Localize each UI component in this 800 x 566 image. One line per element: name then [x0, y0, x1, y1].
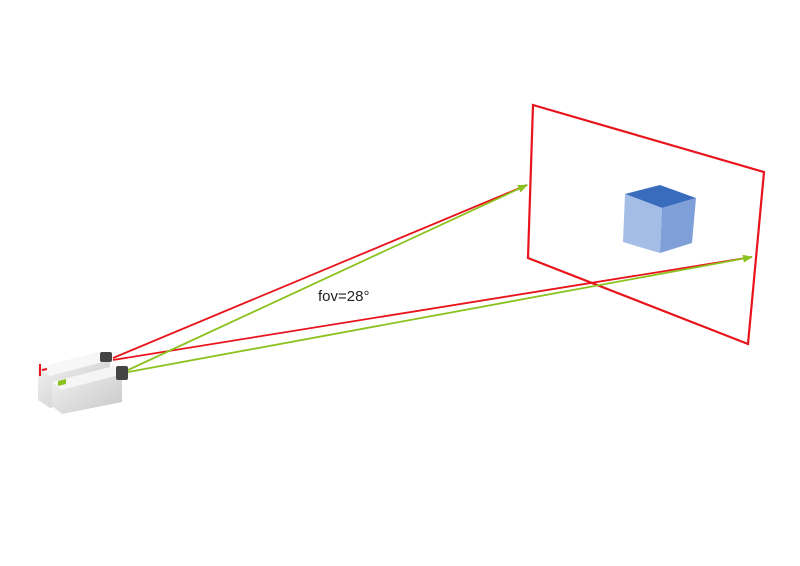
ray-green-top [127, 184, 528, 371]
frustum-ray-red-bottom [112, 256, 753, 361]
cube-icon [623, 185, 696, 253]
image-plane [526, 103, 766, 346]
fov-label: fov=28° [318, 288, 370, 305]
ray-green-bottom [127, 254, 753, 373]
frustum-ray-red-top [112, 184, 528, 359]
camera-right [52, 366, 128, 414]
